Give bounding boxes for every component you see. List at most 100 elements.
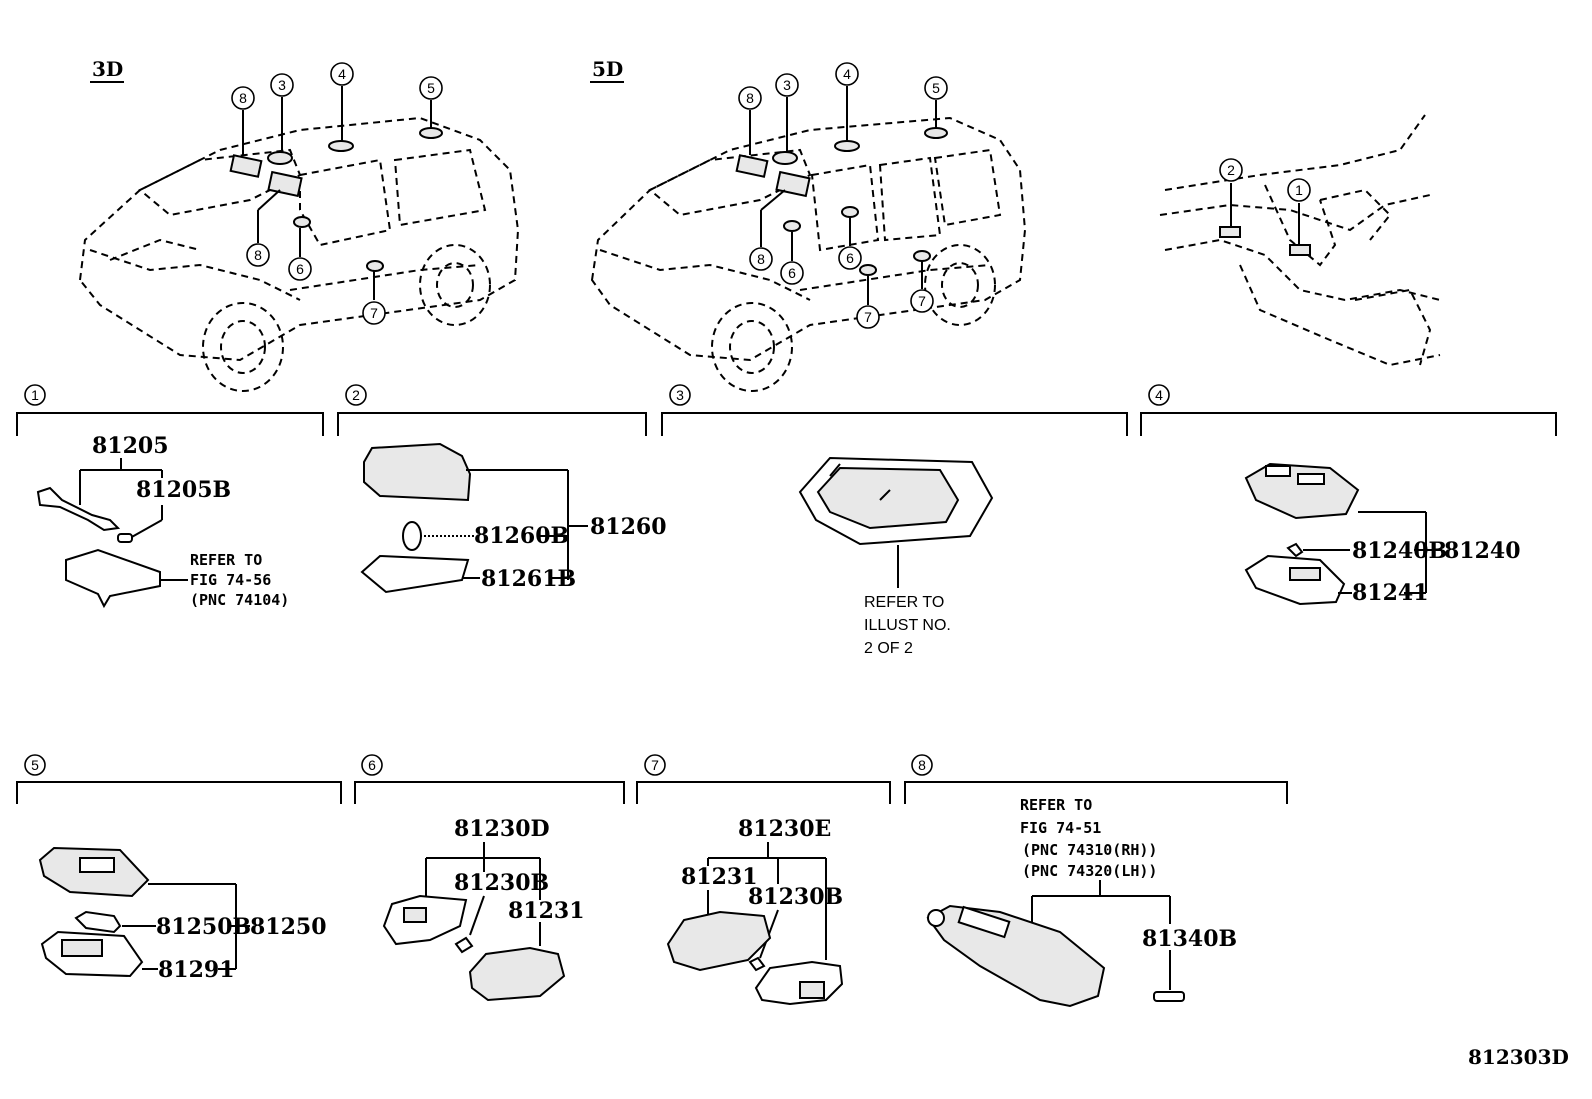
socket-wire-harness (36, 486, 121, 532)
lens-81261b (360, 554, 470, 594)
section-8: 8 REFER TO FIG 74-51 (PNC 74310(RH)) (PN… (904, 754, 1288, 1008)
part-81231-s7: 81231 (681, 864, 758, 890)
callout-8-3d-upper: 8 (231, 86, 255, 110)
svg-text:8: 8 (746, 90, 754, 106)
svg-text:5: 5 (427, 80, 435, 96)
section-6-bracket (354, 781, 625, 804)
part-81260b: 81260B (474, 523, 569, 549)
section-6-number: 6 (368, 757, 376, 773)
part-81230e: 81230E (738, 816, 831, 842)
section-1-note-line2: FIG 74-56 (190, 571, 271, 589)
callout-1-dash: 1 (1287, 178, 1311, 202)
svg-text:4: 4 (843, 66, 851, 82)
room-lamp-housing (1244, 462, 1360, 520)
callout-4-3d: 4 (330, 62, 354, 86)
section-8-number: 8 (918, 757, 926, 773)
callout-6-3d: 6 (288, 257, 312, 281)
section-1-note-line3: (PNC 74104) (190, 591, 289, 609)
callout-2-dash: 2 (1219, 158, 1243, 182)
callout-5-3d: 5 (419, 76, 443, 100)
bulb-81250b (74, 910, 122, 934)
illustration-code: 812303D (1468, 1045, 1569, 1069)
section-2-number: 2 (352, 387, 360, 403)
part-81230d: 81230D (454, 816, 550, 842)
callout-3-5d: 3 (775, 73, 799, 97)
section-4-number: 4 (1155, 387, 1163, 403)
section-4-bracket (1140, 412, 1557, 436)
bulb-s7 (748, 956, 766, 972)
bulb-s6 (454, 936, 474, 954)
callout-7-5d-rear: 7 (910, 289, 934, 313)
sun-visor (926, 904, 1106, 1008)
part-81250: 81250 (250, 914, 327, 940)
callout-8-5d-lower: 8 (749, 247, 773, 271)
callout-6-5d-rear: 6 (838, 246, 862, 270)
part-81231-s6: 81231 (508, 898, 585, 924)
part-81205: 81205 (92, 433, 169, 459)
section-5: 5 81250B 81250 81291 (16, 754, 342, 983)
section-5-bracket (16, 781, 342, 804)
section-1-number: 1 (31, 387, 39, 403)
section-1: 1 81205 81205B REFER TO FIG 74-56 (PNC 7… (16, 384, 324, 609)
section-8-bracket (904, 781, 1288, 804)
section-8-note-line4: (PNC 74320(LH)) (1022, 862, 1157, 880)
svg-text:6: 6 (846, 250, 854, 266)
part-81230b-s6: 81230B (454, 870, 549, 896)
section-1-note-line1: REFER TO (190, 551, 262, 569)
bulb-81240b (1286, 542, 1304, 558)
section-3-note-line3: 2 OF 2 (864, 640, 913, 657)
view-label-3d: 3D (92, 57, 123, 81)
section-8-note-line1: REFER TO (1020, 796, 1092, 814)
section-2: 2 81260 81260B 81261B (337, 384, 667, 594)
part-81250b: 81250B (156, 914, 251, 940)
svg-text:1: 1 (1295, 182, 1303, 198)
section-2-bracket (337, 412, 647, 436)
vehicle-callouts: 8 3 4 5 8 6 7 8 3 4 5 8 6 6 7 7 2 1 (231, 62, 1311, 329)
part-81291: 81291 (158, 957, 235, 983)
console-box-part (65, 548, 161, 609)
vehicle-5d-illustration (590, 86, 1027, 392)
svg-text:8: 8 (254, 247, 262, 263)
svg-text:6: 6 (788, 265, 796, 281)
section-8-note-line2: FIG 74-51 (1020, 819, 1101, 837)
svg-text:6: 6 (296, 261, 304, 277)
svg-text:5: 5 (932, 80, 940, 96)
part-81230b-s7: 81230B (748, 884, 843, 910)
section-7-number: 7 (651, 757, 659, 773)
callout-7-5d-front: 7 (856, 305, 880, 329)
part-81260: 81260 (590, 514, 667, 540)
part-81261b: 81261B (481, 566, 576, 592)
lens-s7 (666, 910, 772, 972)
section-7: 7 81230E 81231 81230B (636, 754, 891, 1006)
svg-text:7: 7 (918, 293, 926, 309)
svg-text:8: 8 (757, 251, 765, 267)
callout-4-5d: 4 (835, 62, 859, 86)
svg-text:3: 3 (278, 77, 286, 93)
part-81205b: 81205B (136, 477, 231, 503)
svg-text:4: 4 (338, 66, 346, 82)
part-81240: 81240 (1444, 538, 1521, 564)
svg-text:3: 3 (783, 77, 791, 93)
section-3-note-line1: REFER TO (864, 594, 944, 611)
callout-5-5d: 5 (924, 76, 948, 100)
bulb-81260b (402, 521, 422, 551)
callout-7-3d: 7 (362, 301, 386, 325)
section-4: 4 81240B 81240 81241 (1140, 384, 1557, 606)
vehicle-3d-illustration (78, 86, 520, 392)
map-lamp-housing (363, 442, 472, 502)
part-81240b: 81240B (1352, 538, 1447, 564)
section-8-note-line3: (PNC 74310(RH)) (1022, 841, 1157, 859)
callout-8-3d-lower: 8 (246, 243, 270, 267)
section-3-bracket (661, 412, 1128, 436)
part-81340b: 81340B (1142, 926, 1237, 952)
section-3-number: 3 (676, 387, 684, 403)
section-6: 6 81230D 81230B 81231 (354, 754, 625, 1002)
view-label-5d: 5D (592, 57, 623, 81)
lens-s6 (468, 946, 566, 1002)
section-3: 3 REFER TO ILLUST NO. 2 OF 2 (661, 384, 1128, 657)
part-81241: 81241 (1352, 580, 1429, 606)
svg-text:7: 7 (864, 309, 872, 325)
section-7-bracket (636, 781, 891, 804)
callout-8-5d-upper: 8 (738, 86, 762, 110)
